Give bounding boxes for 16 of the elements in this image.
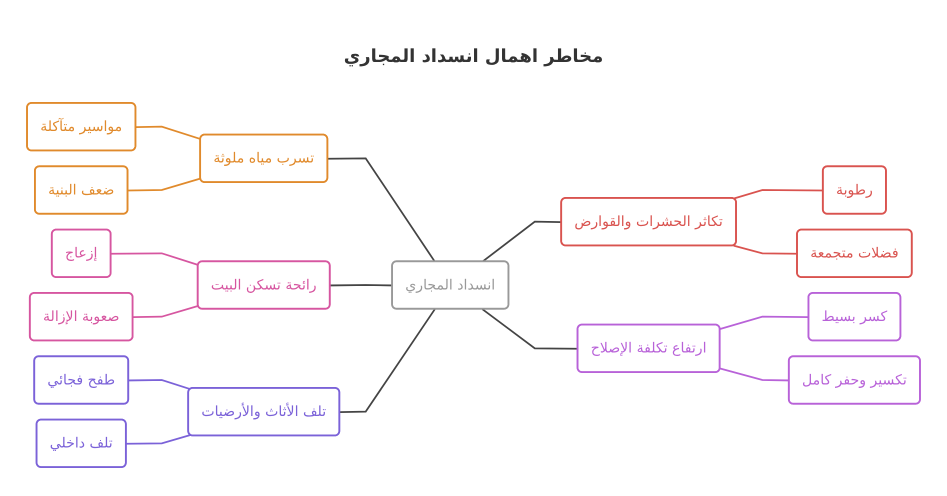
connector [482,220,562,262]
connector [136,126,201,140]
connector [330,284,393,286]
connector [482,308,578,350]
connector [340,308,436,413]
connector [126,434,191,445]
connector [720,368,790,382]
connector [133,305,199,318]
connector [128,178,201,192]
connector [128,379,191,390]
diagram-title: مخاطر اهمال انسداد المجاري [342,46,604,69]
connector [328,157,436,262]
connector [733,189,824,200]
connector [720,316,809,330]
connector [111,252,199,266]
connector [733,244,798,255]
